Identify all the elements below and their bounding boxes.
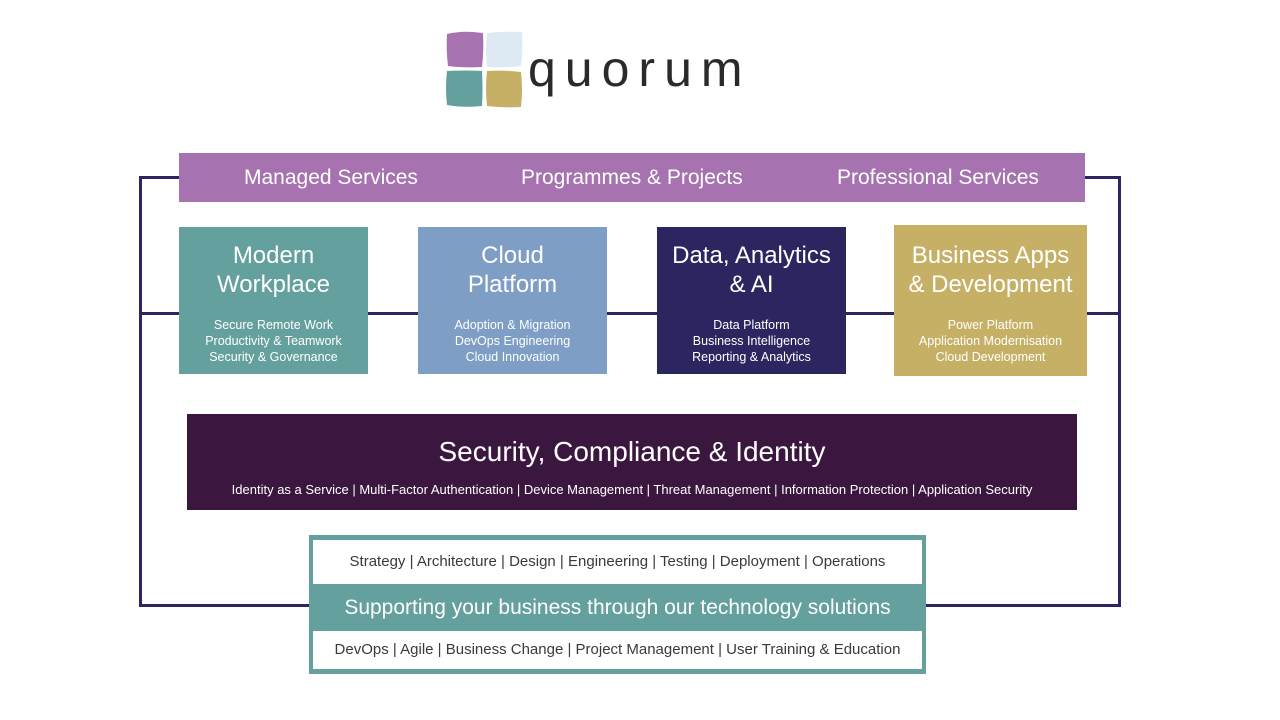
tile-item: Adoption & Migration: [454, 318, 571, 332]
support-tagline: Supporting your business through our tec…: [344, 596, 891, 619]
connector-line: [139, 312, 1121, 315]
tile-item: Secure Remote Work: [213, 318, 334, 332]
tile-item: Cloud Development: [935, 350, 1046, 364]
support-top-row: Strategy | Architecture | Design | Engin…: [313, 540, 922, 584]
tile-title: Modern Workplace: [217, 242, 330, 298]
tile-item: DevOps Engineering: [454, 334, 571, 348]
quorum-logo-mark: [446, 31, 523, 108]
tile-item: Reporting & Analytics: [692, 350, 811, 364]
tile-item: Productivity & Teamwork: [205, 334, 342, 348]
tile-item: Cloud Innovation: [465, 350, 560, 364]
service-managed: Managed Services: [244, 166, 418, 189]
tile-cloud-platform: Cloud Platform Adoption & Migration DevO…: [418, 227, 607, 374]
tile-business-apps: Business Apps & Development Power Platfo…: [894, 225, 1087, 376]
security-subtitle: Identity as a Service | Multi-Factor Aut…: [231, 482, 1033, 497]
tile-title: Cloud Platform: [467, 242, 558, 298]
tile-item: Application Modernisation: [918, 334, 1063, 348]
tile-title: Business Apps & Development: [908, 242, 1073, 298]
tile-item: Data Platform: [713, 318, 790, 332]
logo-wordmark: quorum: [528, 41, 752, 97]
tile-items: Secure Remote Work Productivity & Teamwo…: [179, 317, 368, 365]
security-block: Security, Compliance & Identity Identity…: [187, 414, 1077, 510]
support-block: Strategy | Architecture | Design | Engin…: [309, 535, 926, 674]
service-professional: Professional Services: [837, 166, 1039, 189]
tile-items: Power Platform Application Modernisation…: [894, 317, 1087, 365]
tile-data-analytics-ai: Data, Analytics & AI Data Platform Busin…: [657, 227, 846, 374]
services-bar: Managed Services Programmes & Projects P…: [179, 153, 1085, 202]
security-title: Security, Compliance & Identity: [438, 436, 826, 467]
support-bottom-row: DevOps | Agile | Business Change | Proje…: [313, 631, 922, 669]
tile-modern-workplace: Modern Workplace Secure Remote Work Prod…: [179, 227, 368, 374]
tile-items: Data Platform Business Intelligence Repo…: [657, 317, 846, 365]
tile-items: Adoption & Migration DevOps Engineering …: [418, 317, 607, 365]
tile-item: Power Platform: [947, 318, 1034, 332]
tile-item: Security & Governance: [209, 350, 338, 364]
tile-item: Business Intelligence: [692, 334, 811, 348]
tile-title: Data, Analytics & AI: [672, 242, 831, 298]
service-programmes: Programmes & Projects: [521, 166, 743, 189]
